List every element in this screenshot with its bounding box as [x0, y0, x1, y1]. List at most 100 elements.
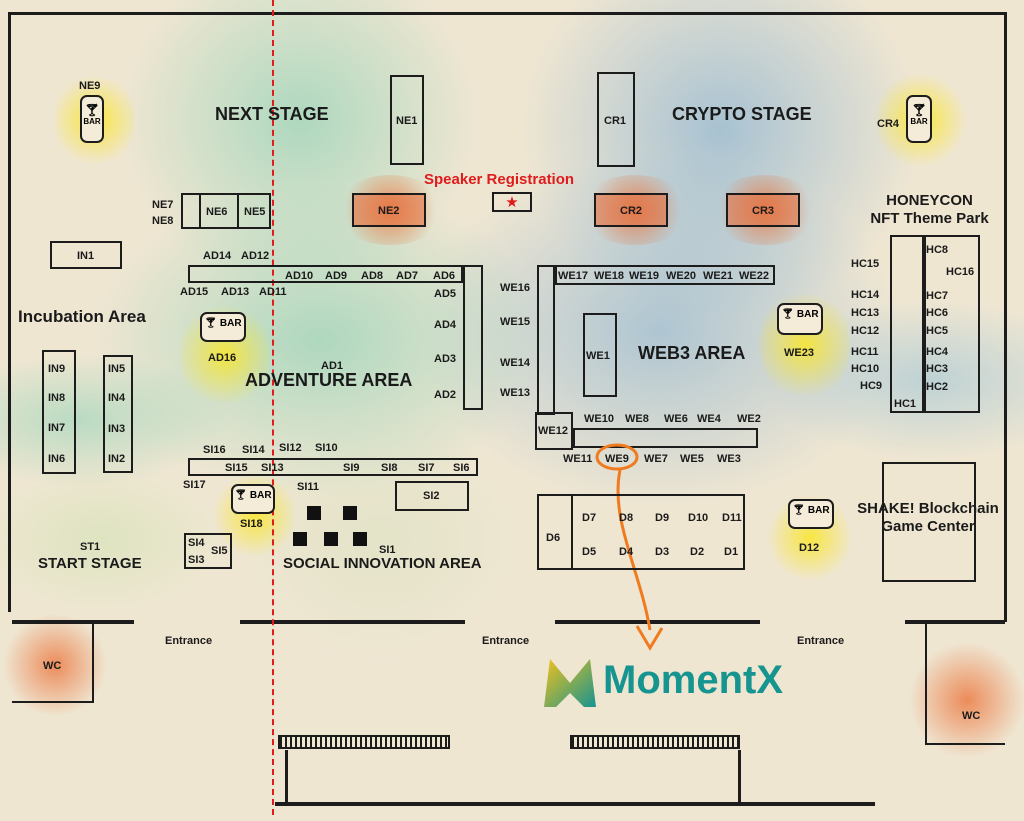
bar-ad16[interactable]: 🍸︎ BAR [200, 312, 246, 342]
booth-hc7-label: HC7 [926, 290, 949, 302]
booth-we16-label: WE16 [500, 282, 530, 294]
booth-row-we-bottom[interactable] [573, 428, 758, 448]
booth-column-in5-in2[interactable] [103, 355, 133, 473]
bottom-wall [240, 620, 465, 624]
bar-ne9[interactable]: 🍸︎ BAR [80, 95, 104, 143]
booth-ad13-label: AD13 [221, 286, 250, 298]
booth-we14-label: WE14 [500, 357, 530, 369]
booth-ne1-label: NE1 [396, 115, 418, 127]
booth-row-si[interactable] [188, 458, 478, 476]
booth-ad12-label: AD12 [241, 250, 270, 262]
incubation-area-title: Incubation Area [18, 307, 146, 326]
booth-in1-label: IN1 [77, 250, 95, 262]
booth-ne1[interactable] [390, 75, 424, 165]
booth-d11-label: D11 [722, 512, 742, 524]
right-wall [1004, 12, 1007, 622]
booth-hc2-label: HC2 [926, 381, 949, 393]
stairs-left [278, 735, 450, 749]
booth-we18-label: WE18 [594, 270, 624, 282]
booth-ad14-label: AD14 [203, 250, 232, 262]
booth-we9-label[interactable]: WE9 [605, 453, 629, 465]
booth-ad5-label: AD5 [434, 288, 457, 300]
booth-d6-label: D6 [546, 532, 561, 544]
booth-we6-label: WE6 [664, 413, 688, 425]
restroom-glow [910, 640, 1024, 760]
booth-hc16-label: HC16 [946, 266, 975, 278]
entrance-right[interactable]: Entrance [797, 635, 845, 647]
booth-column-hc-right[interactable] [924, 235, 980, 413]
bar-si18-label: SI18 [240, 518, 263, 530]
booth-we1[interactable] [583, 313, 617, 397]
speaker-registration-desk[interactable]: ★ [492, 192, 532, 212]
bottom-wall [275, 802, 875, 806]
bar-we23[interactable]: 🍸︎ BAR [777, 303, 823, 335]
booth-we12-label: WE12 [538, 425, 568, 437]
restroom-glow [0, 615, 110, 715]
bar-d12[interactable]: 🍸︎ BAR [788, 499, 834, 529]
booth-in1[interactable] [50, 241, 122, 269]
booth-column-hc[interactable] [890, 235, 924, 413]
booth-ne8-label: NE8 [152, 215, 174, 227]
booth-column-we[interactable] [537, 265, 555, 415]
booth-si13-label: SI13 [261, 462, 284, 474]
booth-column-ad[interactable] [463, 265, 483, 410]
booth-column-in9-in6[interactable] [42, 350, 76, 474]
booth-ne6-label: NE6 [206, 206, 228, 218]
booth-we10-label: WE10 [584, 413, 614, 425]
momentx-logo-icon [540, 655, 600, 713]
booth-ne2[interactable] [352, 193, 426, 227]
booth-in9-label: IN9 [48, 363, 66, 375]
booth-si6-label: SI6 [453, 462, 470, 474]
cocktail-glass-icon: 🍸︎ [84, 103, 100, 117]
booth-hc4-label: HC4 [926, 346, 949, 358]
booth-si2[interactable] [395, 481, 469, 511]
divider-line [272, 0, 274, 815]
booth-shake-game-center[interactable] [882, 462, 976, 582]
bar-d12-label: D12 [799, 542, 820, 554]
booth-we2-label: WE2 [737, 413, 761, 425]
restroom-right[interactable] [925, 623, 1005, 745]
shake-title: SHAKE! Blockchain [857, 500, 999, 517]
booth-ad3-label: AD3 [434, 353, 457, 365]
arrow-head [635, 625, 664, 651]
booth-hc14-label: HC14 [851, 289, 880, 301]
booth-si10-label: SI10 [315, 442, 338, 454]
booth-ne6-ne5[interactable] [181, 193, 271, 229]
booth-d7-label: D7 [582, 512, 597, 524]
bar-cr4[interactable]: 🍸︎ BAR [906, 95, 932, 143]
booth-ad15-label: AD15 [180, 286, 209, 298]
momentx-brand-name: MomentX [603, 658, 783, 702]
cocktail-glass-icon: 🍸︎ BAR [234, 490, 272, 501]
entrance-left[interactable]: Entrance [165, 635, 213, 647]
booth-row-ad[interactable] [188, 265, 463, 283]
booth-row-we-top[interactable] [555, 265, 775, 285]
booth-ne6[interactable] [199, 193, 239, 229]
bottom-wall [555, 620, 760, 624]
left-wall [8, 12, 11, 612]
booth-cr2[interactable] [594, 193, 668, 227]
booth-hc6-label: HC6 [926, 307, 949, 319]
booth-hc10-label: HC10 [851, 363, 880, 375]
booth-cr1[interactable] [597, 72, 635, 167]
booth-ad11-label: AD11 [259, 286, 287, 298]
booth-ad10-label: AD10 [285, 270, 314, 282]
booth-d6[interactable] [537, 494, 573, 570]
booth-we19-label: WE19 [629, 270, 659, 282]
stairs-right [570, 735, 740, 749]
booth-hc1-label: HC1 [894, 398, 917, 410]
adventure-area-title: ADVENTURE AREA [245, 370, 413, 390]
top-wall [10, 12, 1005, 15]
shake-subtitle: Game Center [881, 518, 975, 535]
next-stage-title: NEXT STAGE [215, 104, 329, 124]
booth-ne2-label: NE2 [378, 205, 400, 217]
restroom-left[interactable] [12, 623, 94, 703]
booth-si3-label: SI3 [188, 554, 205, 566]
booth-we12[interactable] [535, 412, 573, 450]
si1-seat [324, 532, 338, 546]
arrow-shaft [616, 469, 652, 631]
booth-cr3[interactable] [726, 193, 800, 227]
entrance-center[interactable]: Entrance [482, 635, 530, 647]
bar-si18[interactable]: 🍸︎ BAR [231, 484, 275, 514]
booth-si3-si5[interactable] [184, 533, 232, 569]
